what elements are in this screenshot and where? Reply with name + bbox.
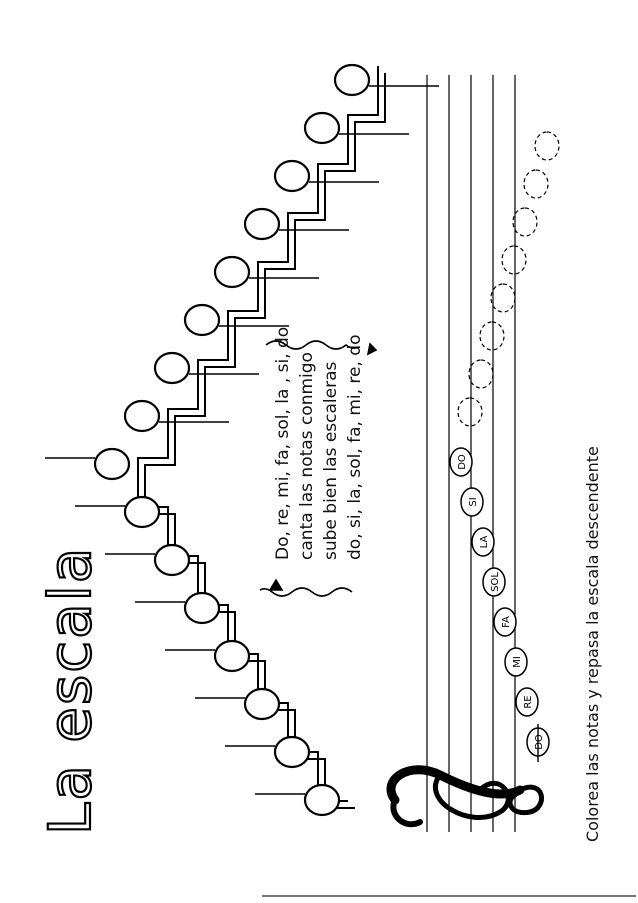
- note-head: [273, 159, 311, 193]
- dashed-note: [523, 169, 549, 199]
- staff-note-la: LA: [471, 527, 495, 557]
- staff-note-label: SOL: [490, 572, 501, 592]
- staff-note-oval: [460, 487, 484, 517]
- note-head: [93, 447, 131, 481]
- staff-note-oval: [504, 647, 528, 677]
- note-head: [303, 111, 341, 145]
- note-head: [243, 687, 281, 721]
- staff-note-label: FA: [501, 616, 512, 628]
- note-head: [183, 303, 221, 337]
- dashed-note: [501, 245, 527, 275]
- note-head: [213, 255, 251, 289]
- song-line-4: do, si, la, sol, fa, mi, re, do: [345, 335, 365, 561]
- dashed-note: [534, 131, 560, 161]
- song-line-3: sube bien las escaleras: [321, 361, 341, 560]
- staff-note-oval: [471, 527, 495, 557]
- note-heads: [93, 63, 371, 817]
- note-stems: [45, 85, 439, 795]
- staff-note-label: DO: [534, 734, 545, 750]
- descending-note-outlines: [457, 131, 560, 427]
- note-head: [183, 591, 221, 625]
- dashed-note: [479, 321, 505, 351]
- instruction-text: Colorea las notas y repasa la escala des…: [583, 446, 602, 842]
- staff-note-sol: SOL: [482, 567, 506, 597]
- staff-note-label: RE: [523, 695, 534, 708]
- bottom-rule: [262, 895, 636, 897]
- wavy-arrow-icon: [259, 340, 378, 597]
- note-head: [273, 735, 311, 769]
- page-title: La escala: [36, 546, 104, 835]
- note-head: [333, 63, 371, 97]
- treble-clef-icon: [386, 765, 544, 828]
- song-line-1: Do, re, mi, fa, sol, la , si, do: [273, 327, 293, 560]
- staff-note-fa: FA: [493, 607, 517, 637]
- staff-note-mi: MI: [504, 647, 528, 677]
- note-head: [123, 495, 161, 529]
- dashed-note: [468, 359, 494, 389]
- staff-note-si: SI: [460, 487, 484, 517]
- staff-note-oval: [482, 567, 506, 597]
- dashed-note: [512, 207, 538, 237]
- staff-note-oval: [449, 447, 473, 477]
- note-head: [153, 543, 191, 577]
- staff-note-label: LA: [479, 536, 490, 549]
- music-staff: [426, 75, 516, 832]
- note-head: [153, 351, 191, 385]
- staff-note-label: DO: [457, 454, 468, 470]
- staff-note-oval: [515, 687, 539, 717]
- note-head: [123, 399, 161, 433]
- dashed-note: [457, 397, 483, 427]
- staff-note-label: MI: [512, 656, 523, 668]
- staff-note-do: DO: [449, 447, 473, 477]
- staff-scale-notes: DO RE MI FA SOL LA SI DO: [449, 447, 550, 762]
- note-head: [213, 639, 251, 673]
- song-lyrics: Do, re, mi, fa, sol, la , si, do canta l…: [273, 327, 365, 560]
- staff-note-label: SI: [468, 497, 479, 506]
- dashed-note: [490, 283, 516, 313]
- song-line-2: canta las notas conmigo: [297, 352, 317, 560]
- staff-note-re: RE: [515, 687, 539, 717]
- note-head: [243, 207, 281, 241]
- note-head: [303, 783, 341, 817]
- staff-note-oval: [493, 607, 517, 637]
